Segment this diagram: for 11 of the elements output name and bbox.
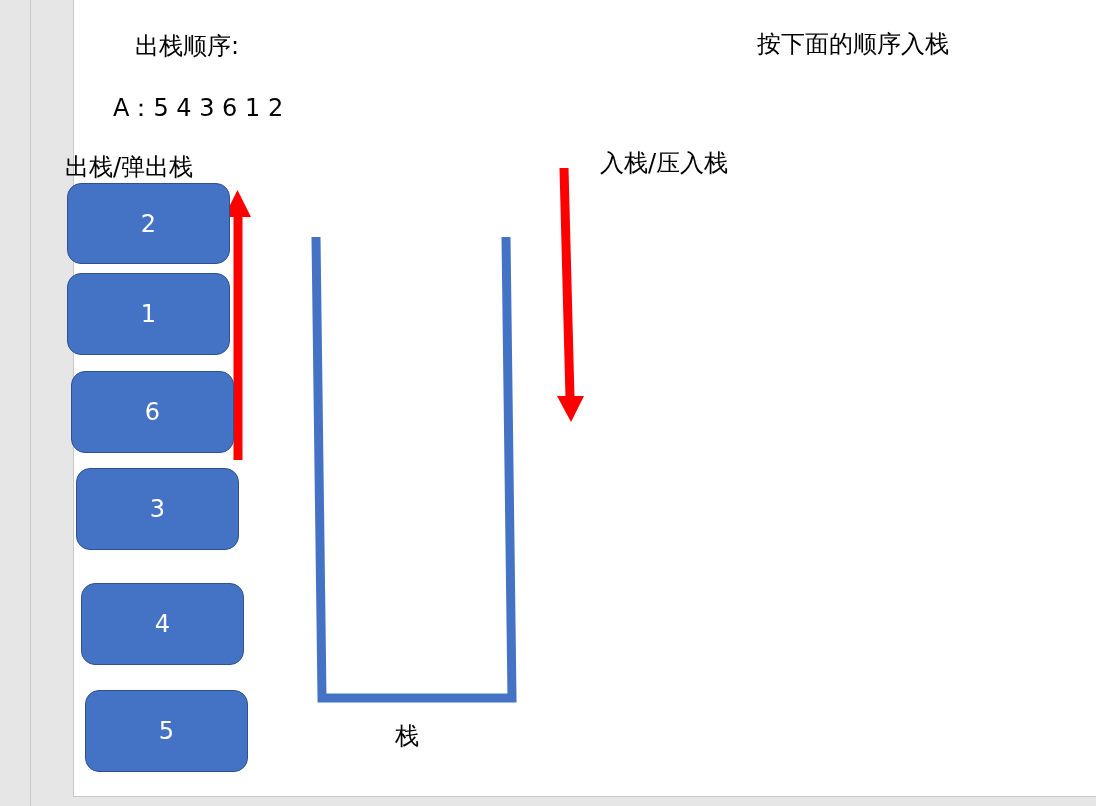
stack-element: 1: [67, 273, 230, 355]
stack-element: 2: [67, 183, 230, 264]
heading-text: 出栈顺序:: [135, 32, 240, 60]
direction-label: 入栈/压入栈: [600, 149, 729, 177]
heading-text: 按下面的顺序入栈: [757, 30, 949, 58]
stack-element: 4: [81, 583, 244, 665]
stack-element: 3: [76, 468, 239, 550]
stack-element: 5: [85, 690, 248, 772]
sequence-text: A：5 4 3 6 1 2: [113, 94, 284, 122]
stack-caption: 栈: [395, 722, 419, 750]
stack-element: 6: [71, 371, 234, 453]
